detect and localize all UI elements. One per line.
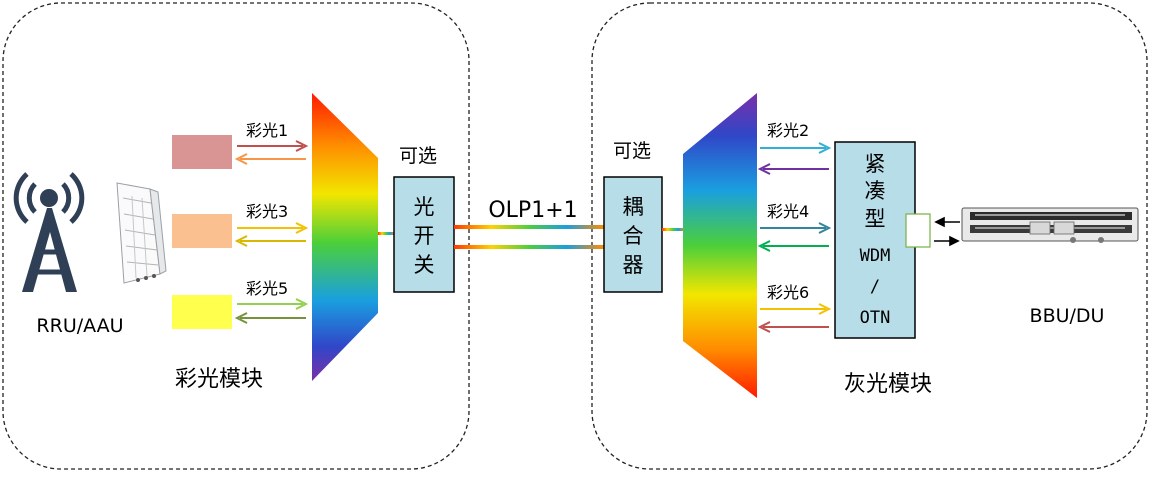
optical-switch-box <box>393 176 455 293</box>
grey-optical-module <box>905 213 931 248</box>
color-block-5 <box>172 295 232 329</box>
signal-label-5: 彩光5 <box>246 279 288 298</box>
color-block-3 <box>172 214 232 248</box>
left-panel-caption: 彩光模块 <box>175 367 263 392</box>
optional-label-right: 可选 <box>613 140 651 162</box>
right-fiber <box>662 228 684 231</box>
signal-label-4: 彩光4 <box>767 202 809 221</box>
coupler-char-1: 耦 <box>623 195 644 219</box>
olp-fiber-link <box>454 225 604 249</box>
bbu-du-label: BBU/DU <box>1030 305 1105 327</box>
color-block-1 <box>172 135 232 169</box>
coupler-char-3: 器 <box>623 253 644 277</box>
coupler-char-2: 合 <box>623 224 644 248</box>
compact-otn-text: OTN <box>860 308 891 328</box>
right-panel-caption: 灰光模块 <box>844 372 932 397</box>
switch-char-1: 光 <box>414 195 435 219</box>
compact-slash-text: / <box>870 277 880 297</box>
antenna-tower-icon <box>13 172 85 292</box>
switch-char-3: 关 <box>414 253 435 277</box>
signal-label-3: 彩光3 <box>246 202 288 221</box>
bbu-arrows <box>934 216 960 247</box>
optional-label-left: 可选 <box>399 145 437 167</box>
compact-char-1: 紧 <box>865 152 886 176</box>
left-arrows <box>234 140 309 324</box>
switch-char-2: 开 <box>414 224 435 248</box>
compact-char-2: 凑 <box>865 179 886 203</box>
compact-char-3: 型 <box>865 207 886 231</box>
signal-label-6: 彩光6 <box>767 283 809 302</box>
right-arrows <box>757 142 832 333</box>
left-panel-border <box>2 2 470 470</box>
compact-wdm-text: WDM <box>860 246 891 266</box>
left-wdm-mux <box>312 93 378 381</box>
right-panel-border <box>591 2 1148 470</box>
right-wdm-mux <box>683 93 757 398</box>
rru-device-icon <box>116 182 167 284</box>
coupler-box <box>603 176 663 293</box>
signal-label-2: 彩光2 <box>767 121 809 140</box>
rru-aau-label: RRU/AAU <box>36 315 123 337</box>
signal-label-1: 彩光1 <box>246 121 288 140</box>
bbu-chassis-icon <box>961 207 1139 243</box>
left-fiber <box>378 232 394 235</box>
olp-label: OLP1+1 <box>488 198 577 223</box>
